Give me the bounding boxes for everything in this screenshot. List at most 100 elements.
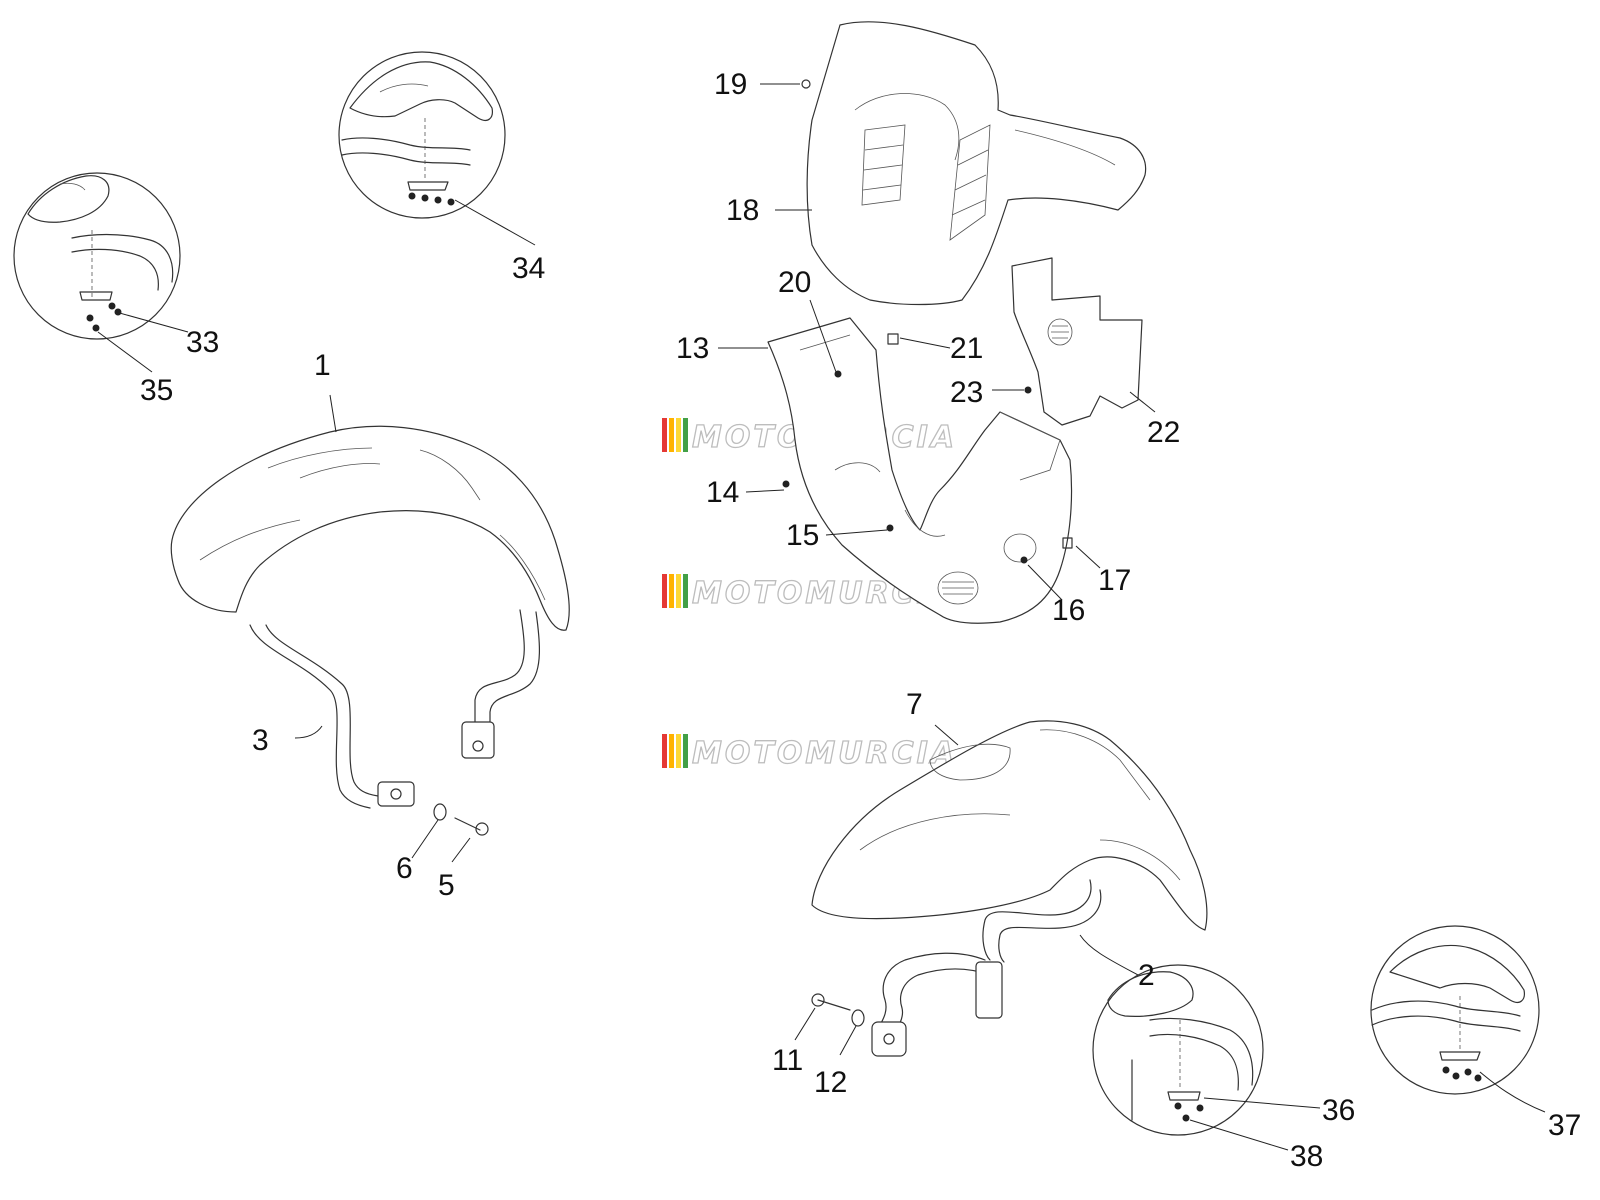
watermark-stripe-green [683, 418, 688, 452]
watermark-stripe-red [662, 418, 667, 452]
leader-21 [899, 337, 951, 349]
vent-grille [937, 571, 979, 605]
leader-lines [97, 83, 1546, 1151]
shield-grille [861, 124, 906, 206]
leader-3 [294, 725, 323, 739]
mount-clamp [377, 781, 415, 807]
mount-post [975, 961, 1003, 1019]
callout-34: 34 [512, 252, 545, 285]
leader-38 [1189, 1119, 1289, 1151]
support-bar [341, 137, 471, 151]
callout-23: 23 [950, 376, 983, 409]
callout-36: 36 [1322, 1094, 1355, 1127]
screw-icon [1182, 1114, 1190, 1122]
screw-icon [1020, 556, 1028, 564]
fender-contour [199, 519, 301, 561]
shield-opening [834, 462, 881, 473]
watermark-stripe-red [662, 574, 667, 608]
support-bar-edge [71, 248, 159, 291]
grille-slat [862, 184, 902, 191]
screw-icon [1174, 1102, 1182, 1110]
watermark-stripe-green [683, 734, 688, 768]
support-bar [1371, 1000, 1521, 1017]
detail-circle [338, 51, 506, 219]
vent-slats [942, 581, 974, 595]
mount-clamp [871, 1021, 907, 1057]
leader-5 [451, 837, 471, 863]
watermark-stripe-yellow [676, 734, 681, 768]
callout-18: 18 [726, 194, 759, 227]
support-bar-edge [341, 152, 471, 166]
watermark-stripe-orange [669, 418, 674, 452]
fender-recess [929, 743, 1011, 781]
callout-21: 21 [950, 332, 983, 365]
support-bar-edge [1371, 1015, 1521, 1032]
support-bar-upper [982, 879, 1092, 961]
screw-icon [421, 194, 429, 202]
callout-15: 15 [786, 519, 819, 552]
support-bar-right-edge [489, 611, 541, 723]
leader-20 [809, 299, 837, 373]
support-bar [1149, 1017, 1254, 1086]
callout-17: 17 [1098, 564, 1131, 597]
clip-icon [887, 333, 899, 345]
shield-opening [854, 93, 960, 161]
fender-edge [59, 182, 86, 191]
grille-slat [954, 174, 987, 191]
screw-icon [114, 308, 122, 316]
watermark-stripe-green [683, 574, 688, 608]
watermark-label: MOTOMURCIA [692, 736, 957, 771]
fender-vent [299, 463, 381, 479]
callout-11: 11 [772, 1044, 803, 1077]
screw-icon [86, 314, 94, 322]
leader-22 [1129, 391, 1156, 413]
bracket-plate [1167, 1091, 1201, 1101]
fender-edge [379, 83, 429, 93]
support-bar-upper-edge [998, 889, 1102, 963]
fender-vent [267, 447, 373, 469]
callout-33: 33 [186, 326, 219, 359]
callout-38: 38 [1290, 1140, 1323, 1173]
screw-icon [1464, 1068, 1472, 1076]
screw-icon [447, 198, 455, 206]
screw-icon [1196, 1104, 1204, 1112]
shield-top-flange [999, 411, 1061, 481]
panel-vent-slats [1051, 325, 1069, 339]
washer-icon [433, 803, 447, 821]
callout-37: 37 [1548, 1109, 1581, 1142]
leader-15 [825, 529, 888, 536]
rear-fender-assembly [170, 425, 570, 836]
detail-view-37 [1370, 925, 1540, 1095]
fender-contour [859, 813, 1011, 851]
shield-grille [949, 124, 991, 241]
leader-37 [1479, 1071, 1546, 1113]
fender-tip-shape [349, 61, 493, 121]
grille-slat [957, 149, 989, 166]
detail-circle [1092, 964, 1264, 1136]
detail-view-33-35 [13, 172, 181, 340]
bracket-plate [407, 181, 449, 191]
bracket-plate [1439, 1051, 1481, 1061]
support-bar-right [474, 609, 525, 723]
screw-icon [1474, 1074, 1482, 1082]
screw-icon [886, 524, 894, 532]
leader-2 [1079, 934, 1139, 976]
callout-7: 7 [906, 688, 923, 721]
callout-6: 6 [396, 852, 413, 885]
fender-contour [499, 534, 546, 601]
washer-icon [851, 1009, 865, 1027]
lower-shield-shape [767, 317, 1073, 624]
fender-tip-shape [1107, 971, 1194, 1017]
bolt-head-icon [811, 993, 825, 1007]
mount-block [461, 721, 495, 759]
detail-view-34 [338, 51, 506, 219]
callout-1: 1 [314, 349, 331, 382]
watermark-stripe-orange [669, 574, 674, 608]
leader-14 [745, 489, 785, 493]
callout-16: 16 [1052, 594, 1085, 627]
mount-hole [390, 788, 402, 800]
support-bar-lower [879, 952, 986, 1026]
callout-2: 2 [1138, 959, 1155, 992]
fender-ridge [1099, 839, 1181, 881]
bolt-shank [817, 999, 851, 1011]
